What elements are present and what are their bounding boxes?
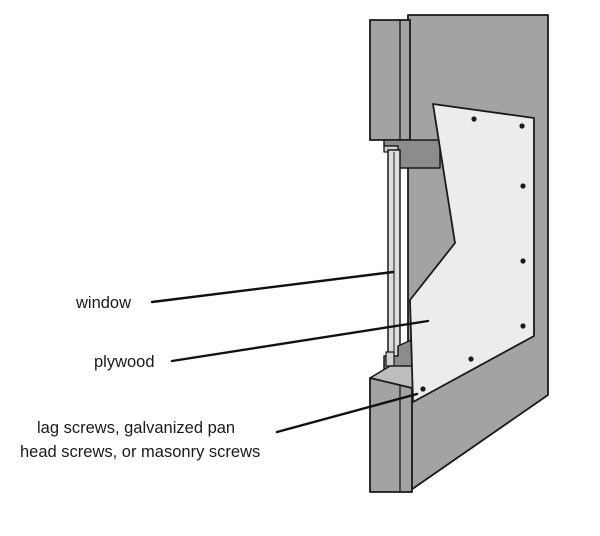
screw — [520, 183, 526, 189]
sill-jamb-sash — [385, 351, 395, 367]
window-label: window — [75, 294, 131, 312]
sill-block-front — [369, 377, 413, 493]
screw — [520, 323, 526, 329]
screw — [519, 123, 525, 129]
upper-wall-block — [369, 19, 411, 141]
plywood-label: plywood — [94, 353, 155, 371]
screw-set — [420, 116, 526, 392]
plywood-sheet — [409, 103, 535, 403]
screws-label-line2: head screws, or masonry screws — [20, 443, 260, 461]
screw — [468, 356, 474, 362]
screw — [471, 116, 477, 122]
screws-leader — [275, 392, 419, 434]
screw — [520, 258, 526, 264]
window-leader — [150, 270, 395, 304]
plywood-leader — [170, 319, 430, 363]
screw — [420, 386, 426, 392]
screws-label-line1: lag screws, galvanized pan — [37, 419, 235, 437]
